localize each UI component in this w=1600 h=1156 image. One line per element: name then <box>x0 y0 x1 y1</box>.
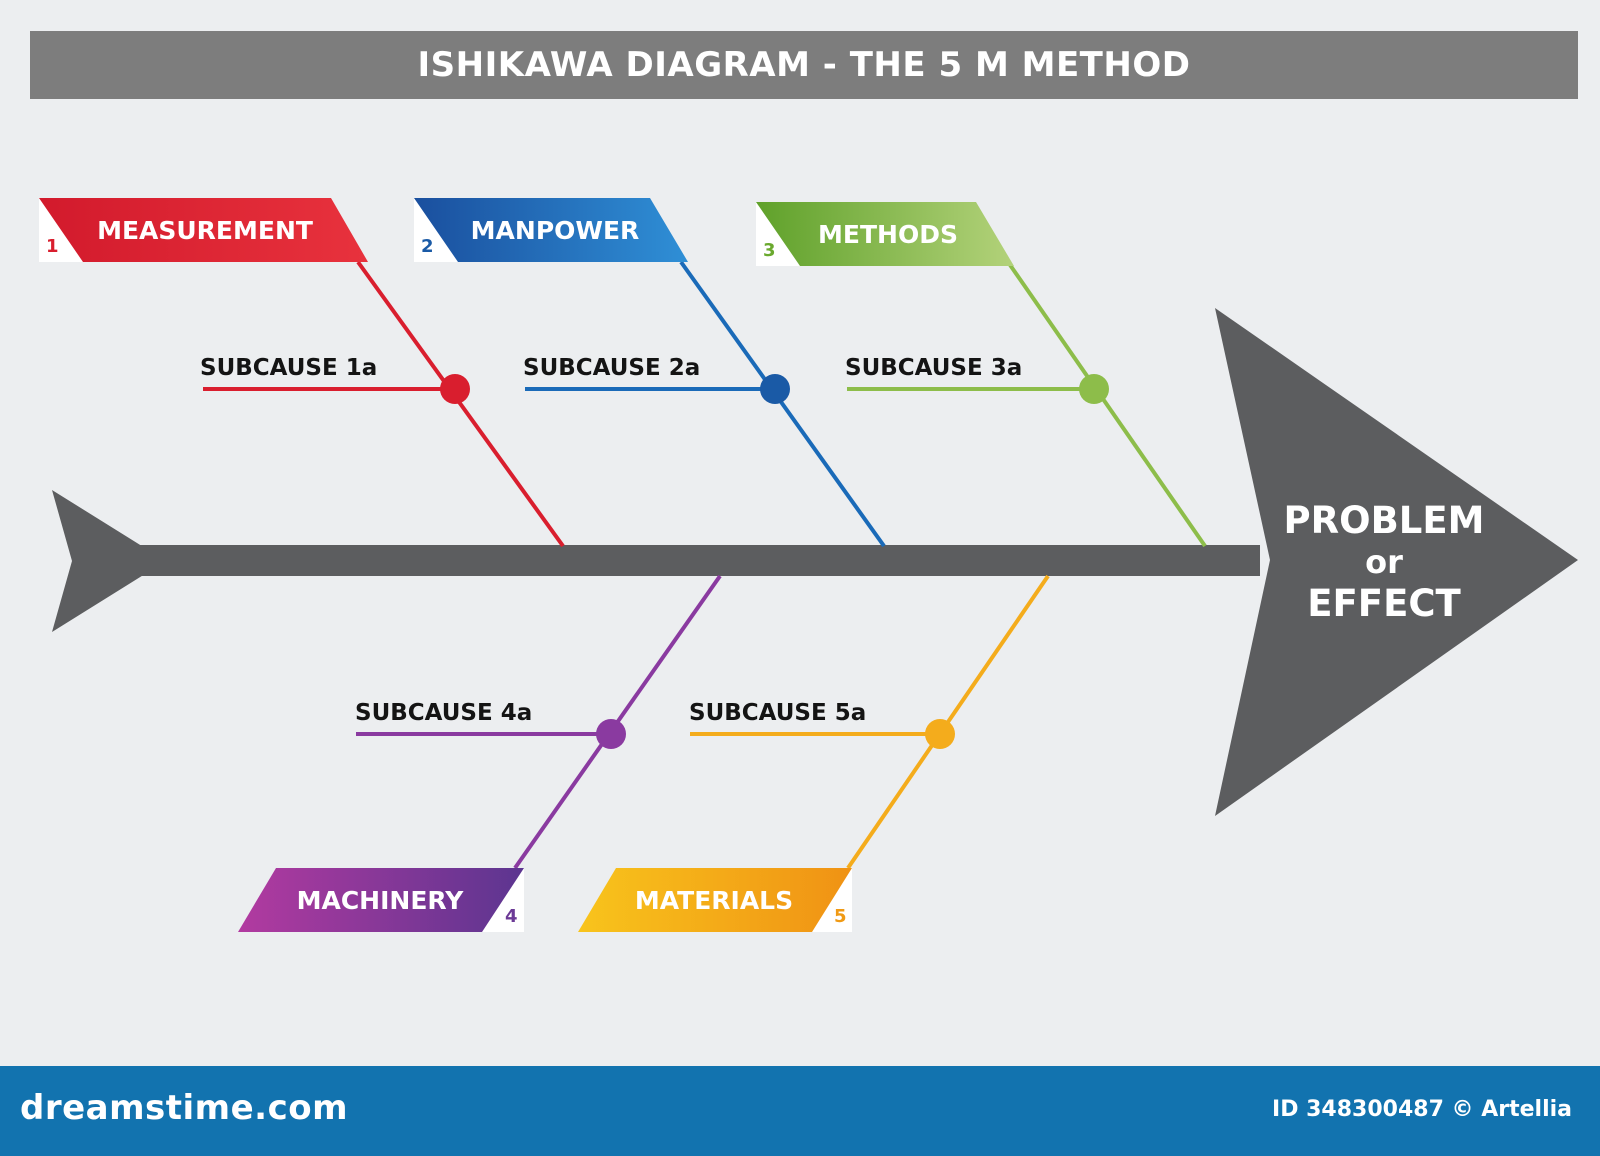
category-number-bg-1 <box>39 198 83 262</box>
category-tag-1 <box>39 198 368 262</box>
subcause-label-5a: SUBCAUSE 5a <box>689 700 866 726</box>
category-label-5: MATERIALS <box>635 886 793 915</box>
effect-label-line1: PROBLEM <box>1284 499 1485 542</box>
category-number-4: 4 <box>505 906 518 927</box>
subcause-label-1a: SUBCAUSE 1a <box>200 355 377 381</box>
subcause-label-2a: SUBCAUSE 2a <box>523 355 700 381</box>
effect-label-line3: EFFECT <box>1307 582 1461 625</box>
bone-node-2 <box>760 374 790 404</box>
effect-arrowhead <box>1215 308 1578 816</box>
spine-line <box>140 545 1260 576</box>
bone-node-3 <box>1079 374 1109 404</box>
bone-line-3 <box>1006 260 1207 548</box>
footer-credit: ID 348300487 © Artellia <box>1272 1097 1572 1122</box>
diagram-title: ISHIKAWA DIAGRAM - THE 5 M METHOD <box>417 45 1191 85</box>
category-tag-2 <box>414 198 688 262</box>
effect-label-line2: or <box>1365 543 1403 581</box>
footer-bar: dreamstime.com ID 348300487 © Artellia <box>0 1066 1600 1156</box>
category-label-2: MANPOWER <box>471 216 640 245</box>
category-number-3: 3 <box>763 240 776 261</box>
category-tag-3 <box>756 202 1014 266</box>
bone-node-1 <box>440 374 470 404</box>
category-manpower: SUBCAUSE 2a 2 MANPOWER <box>414 198 886 548</box>
subcause-label-4a: SUBCAUSE 4a <box>355 700 532 726</box>
footer-brand: dreamstime.com <box>20 1088 349 1128</box>
category-label-1: MEASUREMENT <box>97 216 313 245</box>
category-number-5: 5 <box>834 906 847 927</box>
subcause-label-3a: SUBCAUSE 3a <box>845 355 1022 381</box>
category-tag-4 <box>238 868 524 932</box>
bone-node-4 <box>596 719 626 749</box>
category-number-bg-3 <box>756 202 800 266</box>
category-measurement: SUBCAUSE 1a 1 MEASUREMENT <box>39 198 565 548</box>
category-number-bg-5 <box>812 868 852 932</box>
category-number-bg-2 <box>414 198 458 262</box>
category-number-2: 2 <box>421 236 434 257</box>
category-number-1: 1 <box>46 236 59 257</box>
category-machinery: SUBCAUSE 4a 4 MACHINERY <box>238 574 722 932</box>
bone-node-5 <box>925 719 955 749</box>
title-bar: ISHIKAWA DIAGRAM - THE 5 M METHOD <box>30 31 1578 99</box>
category-methods: SUBCAUSE 3a 3 METHODS <box>756 202 1207 548</box>
category-tag-5 <box>578 868 852 932</box>
bone-line-2 <box>679 260 886 548</box>
category-label-3: METHODS <box>818 220 958 249</box>
category-label-4: MACHINERY <box>297 886 465 915</box>
bone-line-1 <box>356 260 565 548</box>
category-materials: SUBCAUSE 5a 5 MATERIALS <box>578 574 1050 932</box>
category-number-bg-4 <box>482 868 524 932</box>
spine-tail <box>52 490 145 632</box>
